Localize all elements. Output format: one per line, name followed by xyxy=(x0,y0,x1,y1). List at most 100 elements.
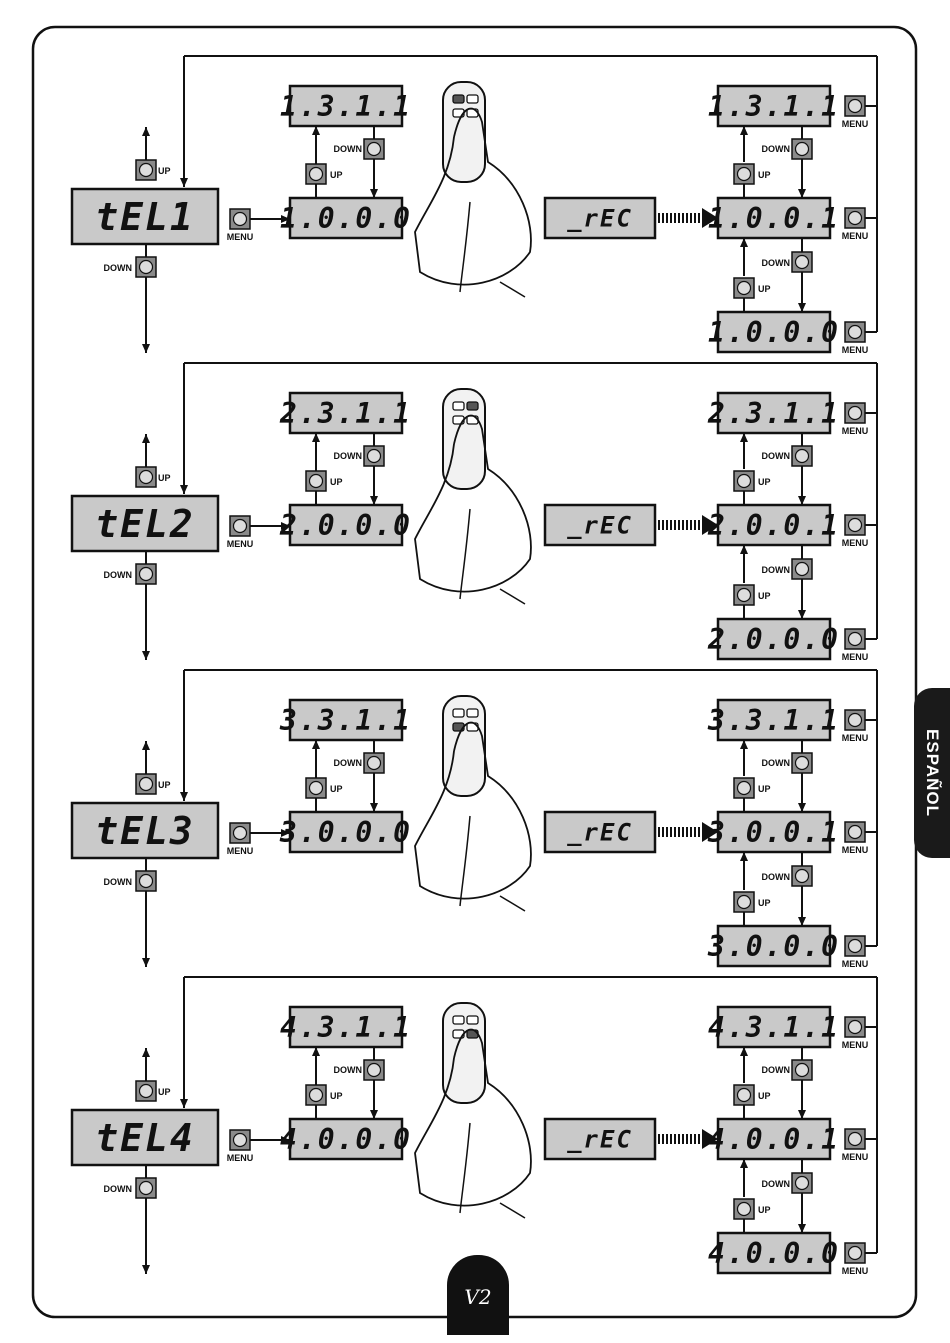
up-button[interactable] xyxy=(733,1084,755,1106)
down-button[interactable] xyxy=(791,752,813,774)
display-frame xyxy=(543,196,657,240)
display-frame xyxy=(70,1108,220,1167)
button-knob xyxy=(138,873,154,889)
up-button[interactable] xyxy=(733,1198,755,1220)
down-button[interactable] xyxy=(791,445,813,467)
display-frame xyxy=(716,1231,832,1275)
up-button[interactable] xyxy=(135,1080,157,1102)
up-button[interactable] xyxy=(733,777,755,799)
arrow-head xyxy=(702,208,718,228)
button-knob xyxy=(232,211,248,227)
brand-logo: V2 xyxy=(447,1255,509,1335)
up-button[interactable] xyxy=(305,1084,327,1106)
menu-button[interactable] xyxy=(844,1242,866,1264)
down-button[interactable] xyxy=(363,138,385,160)
display-value: 1.0.0.1 xyxy=(708,202,840,235)
up-button[interactable] xyxy=(733,891,755,913)
down-label: DOWN xyxy=(762,1179,791,1189)
down-button[interactable] xyxy=(791,251,813,273)
remote-key-2 xyxy=(466,94,479,104)
up-label: UP xyxy=(758,784,771,794)
arrow-head xyxy=(798,1224,806,1233)
arrow-head xyxy=(798,917,806,926)
down-button[interactable] xyxy=(791,1059,813,1081)
up-button[interactable] xyxy=(135,466,157,488)
display-frame xyxy=(716,196,832,240)
channel-display: 3.3.1.1 xyxy=(707,698,838,742)
menu-label: MENU xyxy=(842,652,869,662)
button-knob xyxy=(308,166,324,182)
down-button[interactable] xyxy=(135,870,157,892)
down-button[interactable] xyxy=(791,865,813,887)
down-button[interactable] xyxy=(791,558,813,580)
display-frame xyxy=(288,1005,404,1049)
display-frame xyxy=(70,187,220,246)
menu-label: MENU xyxy=(842,845,869,855)
arrow-head xyxy=(798,1110,806,1119)
down-label: DOWN xyxy=(334,1065,363,1075)
up-button[interactable] xyxy=(733,277,755,299)
up-button[interactable] xyxy=(305,777,327,799)
display-value: 3.3.1.1 xyxy=(279,704,412,737)
rec-display: _rEC xyxy=(543,1117,657,1161)
display-frame xyxy=(70,801,220,860)
button-knob xyxy=(138,259,154,275)
menu-button[interactable] xyxy=(229,1129,251,1151)
down-button[interactable] xyxy=(791,1172,813,1194)
up-button[interactable] xyxy=(733,163,755,185)
menu-button[interactable] xyxy=(844,1016,866,1038)
entry-display: 1.0.0.0 xyxy=(280,196,410,240)
menu-label: MENU xyxy=(227,232,254,242)
menu-button[interactable] xyxy=(844,95,866,117)
display-value: tEL2 xyxy=(95,502,195,546)
button-knob xyxy=(736,280,752,296)
arrow-head xyxy=(312,740,320,749)
up-button[interactable] xyxy=(305,470,327,492)
hand-outline xyxy=(414,107,532,286)
display-value: 3.0.0.0 xyxy=(279,816,412,849)
display-frame xyxy=(716,84,832,128)
menu-button[interactable] xyxy=(844,935,866,957)
menu-button[interactable] xyxy=(844,321,866,343)
down-button[interactable] xyxy=(363,445,385,467)
channel-display: 2.3.1.1 xyxy=(707,391,838,435)
menu-button[interactable] xyxy=(229,822,251,844)
display-frame xyxy=(716,617,832,661)
menu-button[interactable] xyxy=(844,821,866,843)
entry-display: 4.0.0.0 xyxy=(280,1117,410,1161)
arrow-head xyxy=(281,522,290,530)
menu-button[interactable] xyxy=(844,514,866,536)
menu-button[interactable] xyxy=(229,515,251,537)
menu-button[interactable] xyxy=(844,1128,866,1150)
down-button[interactable] xyxy=(135,256,157,278)
up-button[interactable] xyxy=(305,163,327,185)
up-button[interactable] xyxy=(135,773,157,795)
menu-label: MENU xyxy=(842,733,869,743)
hand-outline xyxy=(414,1028,532,1207)
arrow-head xyxy=(281,829,290,837)
down-label: DOWN xyxy=(334,758,363,768)
button-knob xyxy=(308,473,324,489)
down-button[interactable] xyxy=(135,563,157,585)
arrow-head xyxy=(180,485,188,494)
up-button[interactable] xyxy=(733,470,755,492)
menu-button[interactable] xyxy=(844,402,866,424)
down-button[interactable] xyxy=(791,138,813,160)
display-frame xyxy=(543,810,657,854)
up-label: UP xyxy=(758,898,771,908)
button-knob xyxy=(736,780,752,796)
menu-button[interactable] xyxy=(844,709,866,731)
menu-button[interactable] xyxy=(844,207,866,229)
display-frame xyxy=(288,503,404,547)
down-button[interactable] xyxy=(363,752,385,774)
section-2: UPtEL2DOWNMENU2.0.0.02.3.1.1UPDOWN_rEC2.… xyxy=(70,362,878,662)
down-button[interactable] xyxy=(363,1059,385,1081)
section-4: UPtEL4DOWNMENU4.0.0.04.3.1.1UPDOWN_rEC4.… xyxy=(70,976,878,1276)
channel-display: 1.3.1.1 xyxy=(708,84,840,128)
up-button[interactable] xyxy=(733,584,755,606)
display-value: 1.3.1.1 xyxy=(708,90,840,123)
up-button[interactable] xyxy=(135,159,157,181)
menu-button[interactable] xyxy=(229,208,251,230)
menu-button[interactable] xyxy=(844,628,866,650)
down-button[interactable] xyxy=(135,1177,157,1199)
